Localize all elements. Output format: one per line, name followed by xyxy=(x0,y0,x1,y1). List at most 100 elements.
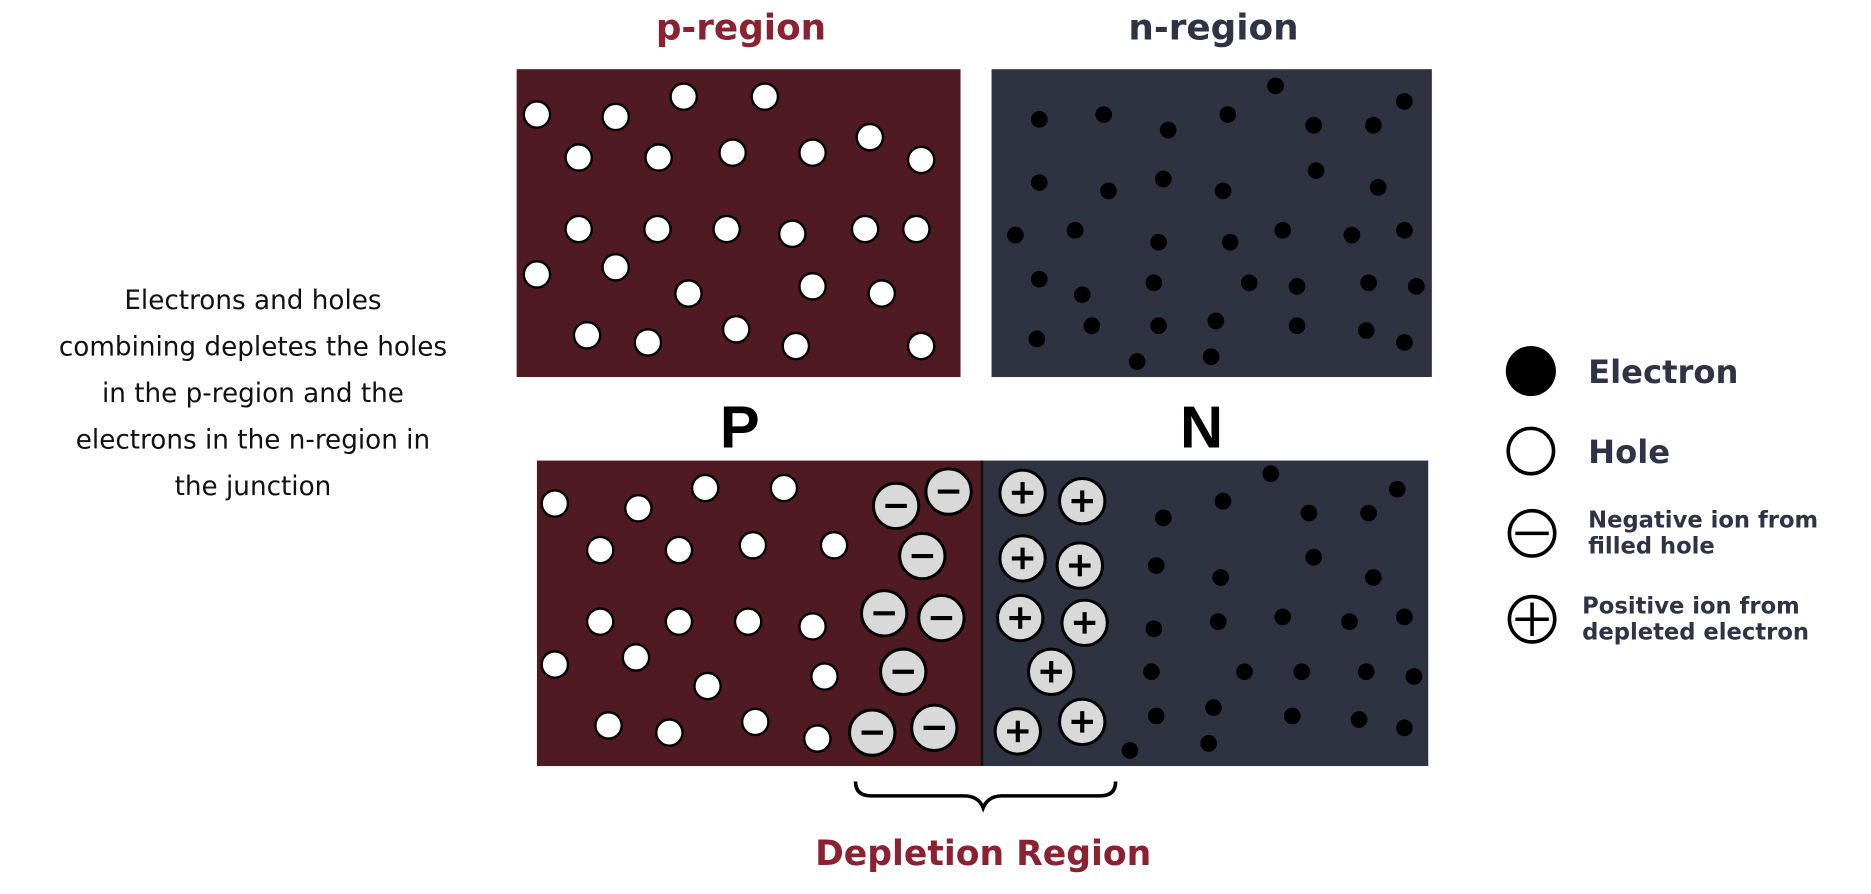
electron-particle xyxy=(1159,121,1177,139)
electron-particle xyxy=(1030,174,1048,191)
depletion-region-label: Depletion Region xyxy=(815,834,1151,874)
legend: Electron Hole Negative ion from filled h… xyxy=(1505,346,1818,646)
electron-particle xyxy=(1343,226,1361,244)
negative-ion-legend-icon xyxy=(1507,508,1557,558)
legend-hole-label: Hole xyxy=(1588,433,1670,471)
hole-particle xyxy=(810,662,839,691)
hole-particle xyxy=(867,279,897,308)
hole-particle xyxy=(564,214,594,244)
electron-particle xyxy=(1396,719,1413,737)
hole-particle xyxy=(540,650,570,679)
hole-particle xyxy=(594,711,623,740)
hole-particle xyxy=(733,607,763,636)
hole-particle xyxy=(740,707,770,737)
electron-particle xyxy=(1360,504,1377,522)
negative-ion xyxy=(898,531,947,581)
negative-ion xyxy=(924,467,973,516)
description-line: the junction xyxy=(175,472,332,502)
electron-particle xyxy=(1396,334,1413,351)
electron-particle xyxy=(1209,613,1227,631)
electron-particle xyxy=(1365,116,1382,134)
electron-particle xyxy=(1341,613,1358,631)
electron-particle xyxy=(1214,182,1232,200)
hole-particle xyxy=(738,530,768,560)
hole-particle xyxy=(777,219,807,249)
hole-particle xyxy=(721,315,751,344)
negative-ion xyxy=(910,703,959,753)
electron-particle xyxy=(1028,330,1046,348)
hole-particle xyxy=(718,138,747,168)
electron-particle xyxy=(1145,274,1163,292)
depletion-brace xyxy=(853,781,1118,813)
electron-particle xyxy=(1100,182,1117,200)
electron-particle xyxy=(1143,663,1160,681)
electron-particle xyxy=(1007,226,1024,244)
electron-particle xyxy=(1207,312,1225,330)
electron-particle xyxy=(1030,110,1048,128)
description-text: Electrons and holes combining depletes t… xyxy=(59,286,447,502)
hole-particle xyxy=(902,214,931,244)
hole-particle xyxy=(664,607,694,636)
hole-particle xyxy=(781,331,811,361)
electron-particle xyxy=(1150,317,1167,335)
hole-particle xyxy=(906,331,936,361)
hole-particle xyxy=(624,493,653,523)
electron-particle xyxy=(1212,569,1229,586)
hole-particle xyxy=(644,143,673,172)
electron-particle xyxy=(1095,106,1113,123)
description-line: combining depletes the holes xyxy=(59,333,447,363)
hole-particle xyxy=(850,214,880,244)
electron-particle xyxy=(1073,286,1091,304)
hole-particle xyxy=(564,143,594,172)
positive-ion xyxy=(1027,647,1076,696)
negative-ion xyxy=(859,589,909,638)
positive-ion xyxy=(996,593,1045,643)
hole-particle xyxy=(633,328,663,357)
hole-particle xyxy=(769,473,799,503)
electron-particle xyxy=(1147,557,1165,574)
electron-particle xyxy=(1145,620,1163,638)
hole-particle xyxy=(572,320,602,350)
hole-particle xyxy=(693,671,722,701)
positive-ion xyxy=(1055,541,1105,590)
positive-ion xyxy=(993,707,1042,756)
hole-particle xyxy=(798,138,827,168)
electron-particle xyxy=(1267,77,1284,95)
positive-ion xyxy=(998,534,1047,583)
electron-particle xyxy=(1360,274,1377,292)
hole-particle xyxy=(643,214,672,244)
hole-particle xyxy=(798,612,827,641)
electron-particle xyxy=(1283,707,1301,725)
legend-electron-label: Electron xyxy=(1588,353,1738,391)
electron-particle xyxy=(1396,93,1413,110)
legend-negative-ion-line: filled hole xyxy=(1588,534,1715,560)
electron-particle xyxy=(1357,322,1375,339)
electron-particle xyxy=(1200,735,1218,752)
legend-positive-ion-line: depleted electron xyxy=(1582,620,1809,646)
negative-ion xyxy=(917,593,966,643)
positive-ion-legend-icon xyxy=(1507,594,1557,644)
hole-particle xyxy=(712,214,741,244)
negative-ion xyxy=(871,481,921,531)
electron-particle xyxy=(1307,162,1325,179)
hole-particle xyxy=(621,643,651,672)
hole-particle xyxy=(798,272,827,301)
legend-positive-ion-line: Positive ion from xyxy=(1582,593,1800,619)
hole-particle xyxy=(601,102,631,132)
description-line: Electrons and holes xyxy=(124,286,381,316)
p-region-title: p-region xyxy=(656,7,826,48)
electron-particle xyxy=(1155,509,1172,527)
hole-particle xyxy=(819,530,849,560)
hole-particle xyxy=(585,535,615,565)
hole-particle xyxy=(674,279,703,308)
electron-particle xyxy=(1219,106,1237,123)
positive-ion xyxy=(1058,476,1107,526)
hole-particle xyxy=(906,145,936,175)
n-label: N xyxy=(1180,393,1223,460)
description-line: in the p-region and the xyxy=(102,379,404,409)
positive-ion xyxy=(998,468,1047,517)
electron-particle xyxy=(1388,480,1406,498)
electron-particle xyxy=(1236,663,1253,681)
description-line: electrons in the n-region in xyxy=(76,426,430,456)
